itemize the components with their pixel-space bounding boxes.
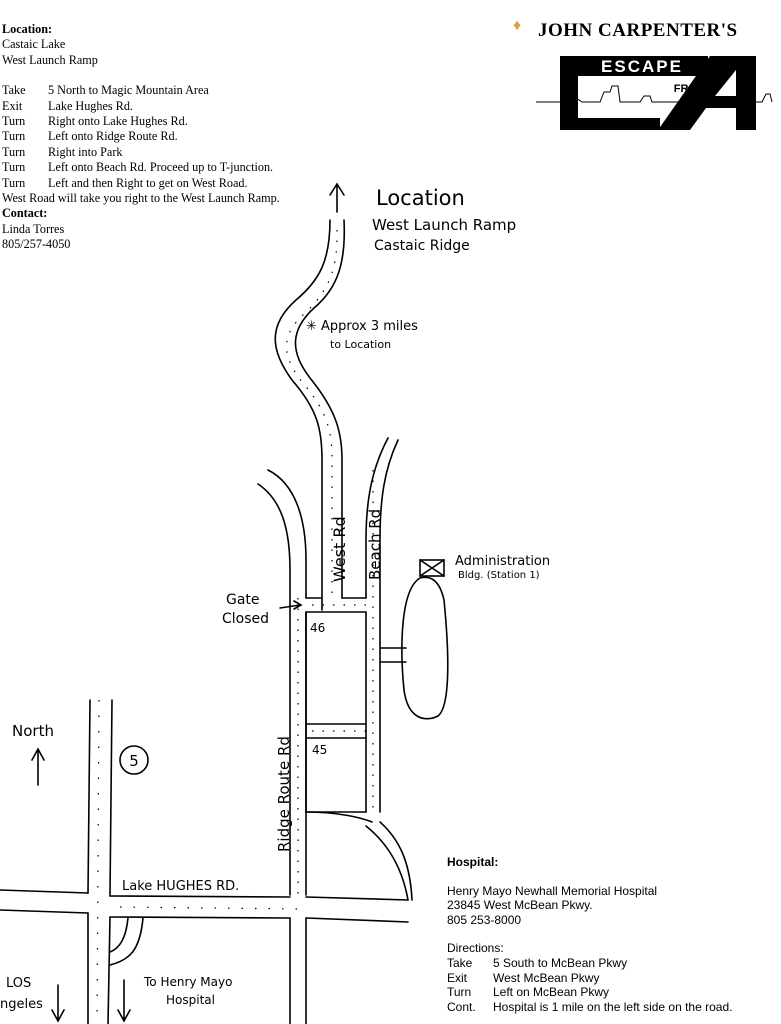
- direction-step: Turn Left onto Beach Rd. Proceed up to T-…: [2, 160, 322, 175]
- step-verb: Turn: [2, 144, 26, 159]
- contact-heading: Contact:: [2, 206, 48, 221]
- parking-loop: [401, 576, 449, 720]
- lot-46-label: 46: [310, 621, 325, 635]
- contact-name: Linda Torres: [2, 221, 65, 236]
- hospital-step-verb: Turn: [447, 985, 472, 1000]
- los-angeles-line1: LOS: [6, 976, 31, 991]
- gate-label-line1: Gate: [226, 592, 260, 608]
- hospital-step: Cont. Hospital is 1 mile on the left side…: [447, 1000, 777, 1015]
- location-line: West Launch Ramp: [2, 52, 98, 67]
- flame-icon: ♦: [513, 17, 522, 34]
- hospital-step-text: Left on McBean Pkwy: [493, 985, 610, 1000]
- admin-label-line2: Bldg. (Station 1): [458, 570, 540, 581]
- north-arrow-icon: [31, 747, 45, 786]
- closing-line: West Road will take you right to the Wes…: [2, 191, 280, 206]
- step-verb: Take: [2, 83, 26, 98]
- lake-hughes-label: Lake HUGHES RD.: [122, 879, 239, 894]
- to-henry-line2: Hospital: [166, 993, 215, 1007]
- hospital-step-text: 5 South to McBean Pkwy: [493, 955, 628, 970]
- step-verb: Exit: [2, 98, 23, 113]
- direction-step: Turn Left onto Ridge Route Rd.: [2, 129, 322, 144]
- ridge-route-left-edge: [257, 483, 291, 896]
- hospital-step-verb: Exit: [447, 970, 468, 985]
- west-rd-label: West Rd: [330, 516, 349, 582]
- escape-from-la-logo-icon: ESCAPE FROM: [536, 56, 773, 130]
- contact-phone: 805/257-4050: [2, 237, 71, 252]
- beach-rd-left-edge: [365, 437, 389, 599]
- admin-building-icon: [419, 559, 445, 577]
- hospital-step-text: Hospital is 1 mile on the left side on t…: [493, 999, 733, 1014]
- logo-from-word: FROM: [674, 83, 706, 95]
- step-text: Left onto Ridge Route Rd.: [48, 129, 178, 144]
- direction-step: Take 5 North to Magic Mountain Area: [2, 83, 322, 98]
- ridge-route-rd-label: Ridge Route Rd: [275, 736, 293, 852]
- hospital-step: Turn Left on McBean Pkwy: [447, 985, 777, 1000]
- logo-escape-word: ESCAPE: [601, 57, 683, 76]
- hospital-directions-label: Directions:: [447, 941, 504, 956]
- hospital-step: Exit West McBean Pkwy: [447, 971, 777, 986]
- step-text: Lake Hughes Rd.: [48, 98, 133, 113]
- hospital-step-verb: Take: [447, 955, 473, 970]
- step-verb: Turn: [2, 114, 26, 129]
- location-map-line1: West Launch Ramp: [372, 216, 516, 234]
- direction-step: Exit Lake Hughes Rd.: [2, 99, 322, 114]
- step-text: Left and then Right to get on West Road.: [48, 175, 248, 190]
- step-text: Right into Park: [48, 144, 123, 159]
- west-rd-right-edge: [294, 219, 346, 599]
- beach-rd-label: Beach Rd: [366, 509, 384, 580]
- hospital-step-verb: Cont.: [447, 999, 476, 1014]
- admin-label-line1: Administration: [455, 554, 550, 569]
- hospital-step: Take 5 South to McBean Pkwy: [447, 956, 777, 971]
- hospital-block: Hospital: Henry Mayo Newhall Memorial Ho…: [447, 855, 777, 1014]
- logo-title: JOHN CARPENTER'S: [538, 20, 738, 41]
- north-arrow-west-rd: [329, 182, 345, 213]
- step-text: Left onto Beach Rd. Proceed up to T-junc…: [48, 160, 274, 175]
- direction-step: Turn Right onto Lake Hughes Rd.: [2, 114, 322, 129]
- hospital-name: Henry Mayo Newhall Memorial Hospital: [447, 883, 658, 898]
- freeway-5-label: 5: [129, 752, 139, 770]
- approx-distance-label: ✳ Approx 3 miles: [306, 319, 418, 334]
- step-verb: Turn: [2, 129, 26, 144]
- los-angeles-line2: ngeles: [0, 997, 43, 1012]
- beach-rd-right-edge: [379, 439, 399, 813]
- ridge-route-right-edge: [267, 469, 307, 599]
- location-map-line2: Castaic Ridge: [374, 238, 470, 254]
- gate-label-line2: Closed: [222, 611, 269, 627]
- lake-hughes-bottom-edge: [0, 909, 409, 923]
- hospital-phone: 805 253-8000: [447, 912, 522, 927]
- hospital-step-text: West McBean Pkwy: [493, 970, 600, 985]
- film-logo: ♦ JOHN CARPENTER'S ESCAPE FROM: [510, 16, 778, 136]
- location-line: Castaic Lake: [2, 37, 66, 52]
- step-text: Right onto Lake Hughes Rd.: [48, 114, 188, 129]
- to-henry-line1: To Henry Mayo: [143, 975, 232, 989]
- lot-45-label: 45: [312, 743, 327, 757]
- west-rd-left-edge: [274, 219, 331, 611]
- location-heading: Location:: [2, 22, 53, 36]
- step-verb: Turn: [2, 160, 26, 175]
- direction-step: Turn Left and then Right to get on West R…: [2, 176, 322, 191]
- freeway-5-shield-icon: [119, 745, 149, 775]
- hospital-heading: Hospital:: [447, 855, 499, 869]
- directions-block: Location: Castaic Lake West Launch Ramp …: [2, 22, 322, 253]
- step-text: 5 North to Magic Mountain Area: [48, 83, 209, 98]
- approx-distance-line2: to Location: [330, 338, 391, 351]
- step-verb: Turn: [2, 175, 26, 190]
- location-map-heading: Location: [376, 186, 465, 210]
- north-label: North: [12, 722, 54, 740]
- hospital-address: 23845 West McBean Pkwy.: [447, 898, 593, 913]
- direction-step: Turn Right into Park: [2, 145, 322, 160]
- lake-hughes-top-edge: [0, 889, 409, 901]
